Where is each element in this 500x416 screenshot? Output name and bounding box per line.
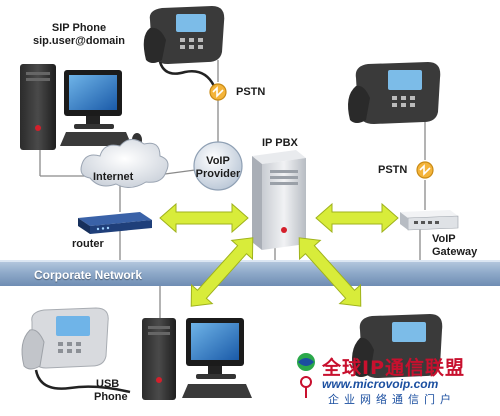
voip-gateway-label-1: VoIP [432,233,456,245]
sip-phone-title: SIP Phone [51,22,107,34]
desk-phone-top [143,6,225,87]
arrow-pbx-gateway [315,202,399,234]
handset-icon [348,85,370,123]
usb-phone-device [21,307,131,394]
watermark-title: 全球IP通信联盟 [322,357,465,379]
voip-provider-label-1: VoIP [206,155,230,167]
router-device [78,212,152,234]
tower-pc-icon [20,64,56,150]
keyboard-icon [60,132,132,146]
gateway-icon [400,210,458,218]
handset-icon [143,27,166,63]
sip-phone-desktop [20,64,142,150]
arrow-router-pbx [159,202,249,234]
usb-phone-label-2: Phone [94,391,128,403]
keyboard-icon [182,384,252,398]
internet-label: Internet [93,171,134,183]
usb-phone-label-1: USB [96,378,120,390]
internet-cloud [80,139,169,188]
desk-phone-bottom-right [352,314,443,378]
tower-pc-icon [142,318,176,400]
bottom-desktop [142,318,252,400]
arrow-pbx-usb-phone [190,237,254,307]
ip-pbx-server [252,150,306,250]
pstn-badge-top [209,83,227,101]
router-label: router [72,238,104,250]
arrow-pbx-bottom-phone [298,237,362,307]
cloud-icon [80,139,169,188]
voip-gateway-device [400,210,459,231]
desk-phone-right [348,62,441,124]
corporate-network-label: Corporate Network [34,268,143,282]
pstn-top-label: PSTN [236,86,266,98]
voip-gateway-label-2: Gateway [432,246,478,258]
voip-provider-label-2: Provider [195,168,241,180]
watermark-logo [297,353,315,398]
ip-pbx-label: IP PBX [262,137,298,149]
voip-provider-node [193,141,243,191]
watermark-url: www.microvoip.com [322,377,439,391]
pstn-badge-right [416,161,434,179]
pstn-right-label: PSTN [378,164,408,176]
globe-icon [193,141,243,191]
handset-icon [21,329,45,370]
server-icon [262,158,306,250]
arrows [159,202,399,307]
watermark-subtitle: 企业网络通信门户 [328,393,456,406]
router-icon [78,212,152,226]
corporate-network-band [0,260,500,286]
sip-phone-address: sip.user@domain [32,35,126,47]
handset-icon [352,337,374,377]
